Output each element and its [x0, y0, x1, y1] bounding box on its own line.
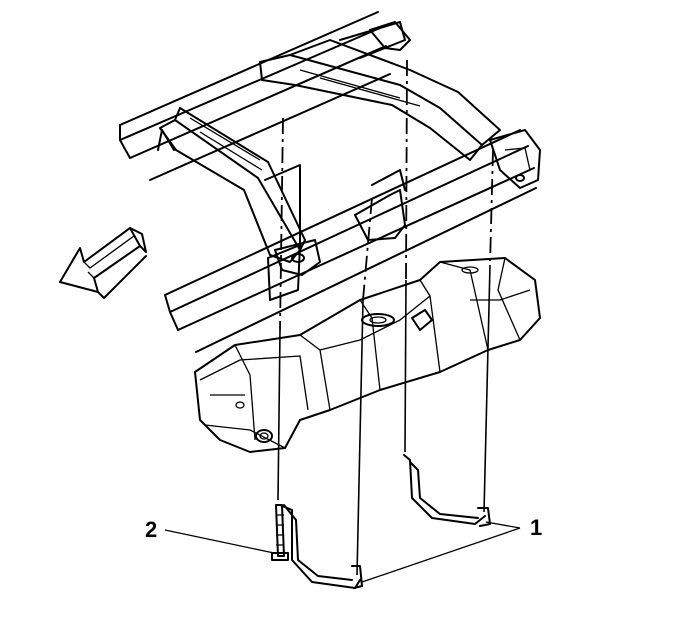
frame-rail-left [119, 11, 391, 181]
callout-leaders [164, 521, 521, 583]
crossmember-center [264, 164, 406, 301]
callout-label-bolt: 2 [145, 517, 157, 542]
tank-bracket-rear [489, 129, 541, 189]
fuel-tank [194, 257, 541, 453]
fuel-tank-strap-front [279, 504, 363, 589]
front-direction-arrow-icon [59, 227, 147, 299]
vehicle-frame [119, 11, 541, 353]
callout-label-straps: 1 [530, 515, 542, 540]
strap-bolt [271, 504, 289, 561]
tank-bracket-top [369, 21, 411, 51]
alignment-lines [277, 59, 494, 576]
fuel-tank-strap-rear [403, 454, 491, 527]
